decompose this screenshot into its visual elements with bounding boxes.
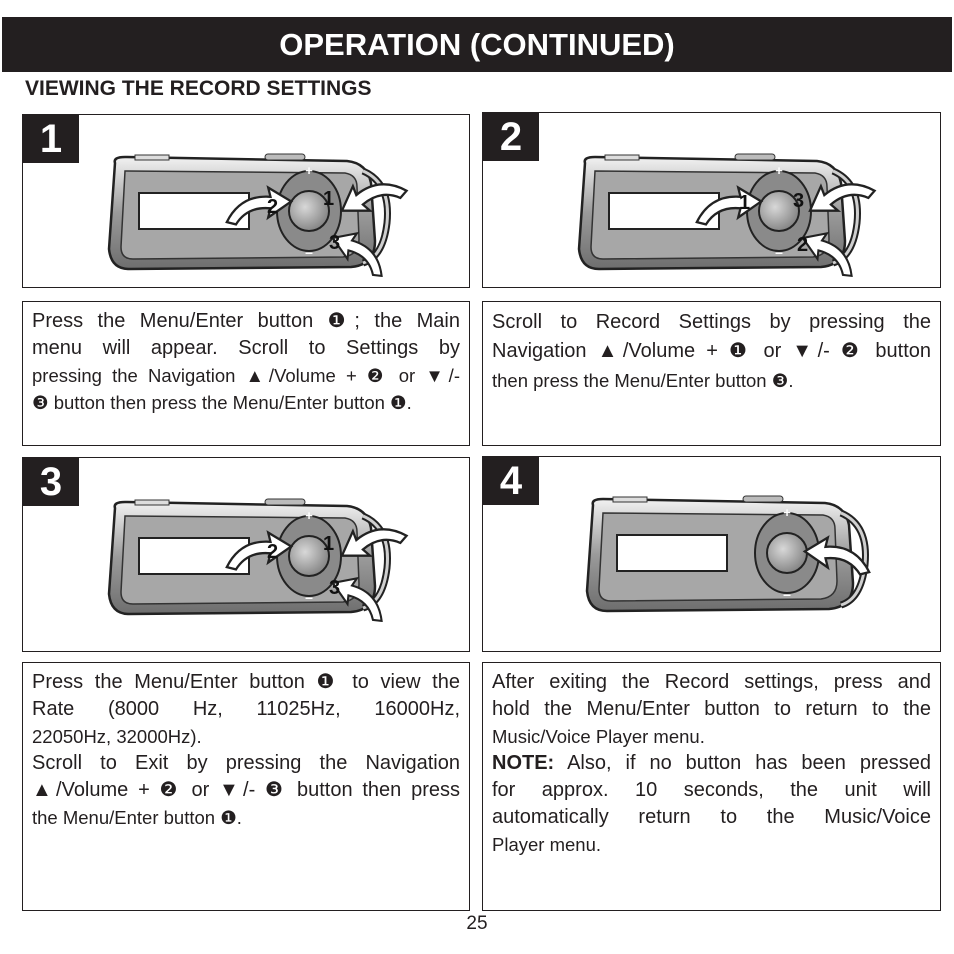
callout-1: 1 bbox=[323, 188, 334, 210]
step-4-image-box: 4 bbox=[482, 456, 941, 652]
step-4-note-line: automatically return to the Music/Voice bbox=[492, 806, 931, 828]
step-2-number: 2 bbox=[483, 113, 539, 161]
player-illustration bbox=[483, 457, 871, 653]
callout-3: 3 bbox=[329, 577, 340, 599]
step-3-line: Scroll to Exit by pressing the Navigatio… bbox=[32, 752, 460, 774]
step-3-number: 3 bbox=[23, 458, 79, 506]
step-3-line: ▲/Volume + ❷ or ▼/- ❸ button then press bbox=[32, 779, 460, 801]
step-1-line: ❸ button then press the Menu/Enter butto… bbox=[32, 392, 412, 413]
callout-1: 1 bbox=[323, 533, 334, 555]
step-2-line: Navigation ▲/Volume + ❶ or ▼/- ❷ button bbox=[492, 340, 931, 362]
player-illustration: 1 3 2 bbox=[483, 113, 878, 280]
step-1-text-box: Press the Menu/Enter button ❶; the Main … bbox=[22, 301, 470, 446]
section-banner: OPERATION (CONTINUED) bbox=[2, 17, 952, 72]
callout-1: 1 bbox=[739, 192, 750, 214]
step-4-note-line: Player menu. bbox=[492, 834, 601, 855]
step-3-line: Rate (8000 Hz, 11025Hz, 16000Hz, bbox=[32, 698, 460, 720]
step-2-line: Scroll to Record Settings by pressing th… bbox=[492, 311, 931, 333]
callout-3: 3 bbox=[329, 232, 340, 254]
step-4-note-line: NOTE: Also, if no button has been presse… bbox=[492, 750, 931, 777]
note-label: NOTE: bbox=[492, 752, 555, 774]
step-4-text-box: After exiting the Record settings, press… bbox=[482, 662, 941, 911]
step-3-line: Press the Menu/Enter button ❶ to view th… bbox=[32, 671, 460, 693]
step-4-line: After exiting the Record settings, press… bbox=[492, 671, 931, 693]
step-3-line: 22050Hz, 32000Hz). bbox=[32, 726, 202, 747]
step-3-line: the Menu/Enter button ❶. bbox=[32, 807, 242, 828]
step-1-line: menu will appear. Scroll to Settings by bbox=[32, 337, 460, 359]
note-text: Also, if no button has been pressed bbox=[567, 752, 932, 774]
step-2-image-box: 2 1 3 2 bbox=[482, 112, 941, 288]
step-4-line: Music/Voice Player menu. bbox=[492, 726, 705, 747]
step-4-line: hold the Menu/Enter button to return to … bbox=[492, 698, 931, 720]
step-2-line: then press the Menu/Enter button ❸. bbox=[492, 370, 794, 391]
player-illustration: 2 1 3 bbox=[23, 458, 410, 625]
step-3-text-box: Press the Menu/Enter button ❶ to view th… bbox=[22, 662, 470, 911]
step-2-text-box: Scroll to Record Settings by pressing th… bbox=[482, 301, 941, 446]
callout-2: 2 bbox=[797, 234, 808, 256]
player-illustration: 2 1 3 bbox=[23, 115, 410, 280]
step-1-line: pressing the Navigation ▲/Volume + ❷ or … bbox=[32, 365, 460, 386]
callout-2: 2 bbox=[267, 196, 278, 218]
step-1-image-box: 1 2 1 3 bbox=[22, 114, 470, 288]
step-3-image-box: 3 2 1 3 bbox=[22, 457, 470, 652]
callout-2: 2 bbox=[267, 541, 278, 563]
step-1-line: Press the Menu/Enter button ❶; the Main bbox=[32, 310, 460, 332]
section-subtitle: VIEWING THE RECORD SETTINGS bbox=[25, 77, 372, 100]
page-number: 25 bbox=[466, 913, 488, 934]
page-title: OPERATION (CONTINUED) bbox=[279, 27, 675, 62]
step-4-note-line: for approx. 10 seconds, the unit will bbox=[492, 779, 931, 801]
callout-3: 3 bbox=[793, 190, 804, 212]
step-4-number: 4 bbox=[483, 457, 539, 505]
step-1-number: 1 bbox=[23, 115, 79, 163]
